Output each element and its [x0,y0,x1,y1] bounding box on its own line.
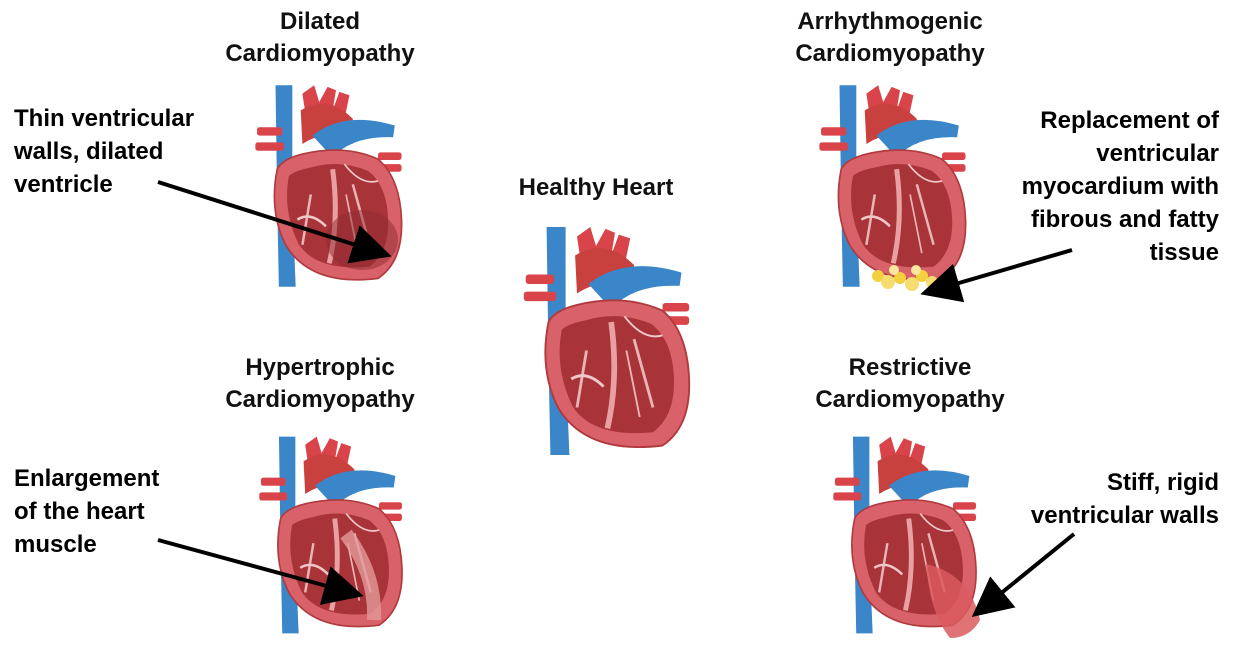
hypertrophic-arrow [158,540,356,594]
restrictive-arrow [978,534,1074,612]
arrhythmogenic-arrow [928,250,1072,292]
dilated-arrow [158,182,384,254]
